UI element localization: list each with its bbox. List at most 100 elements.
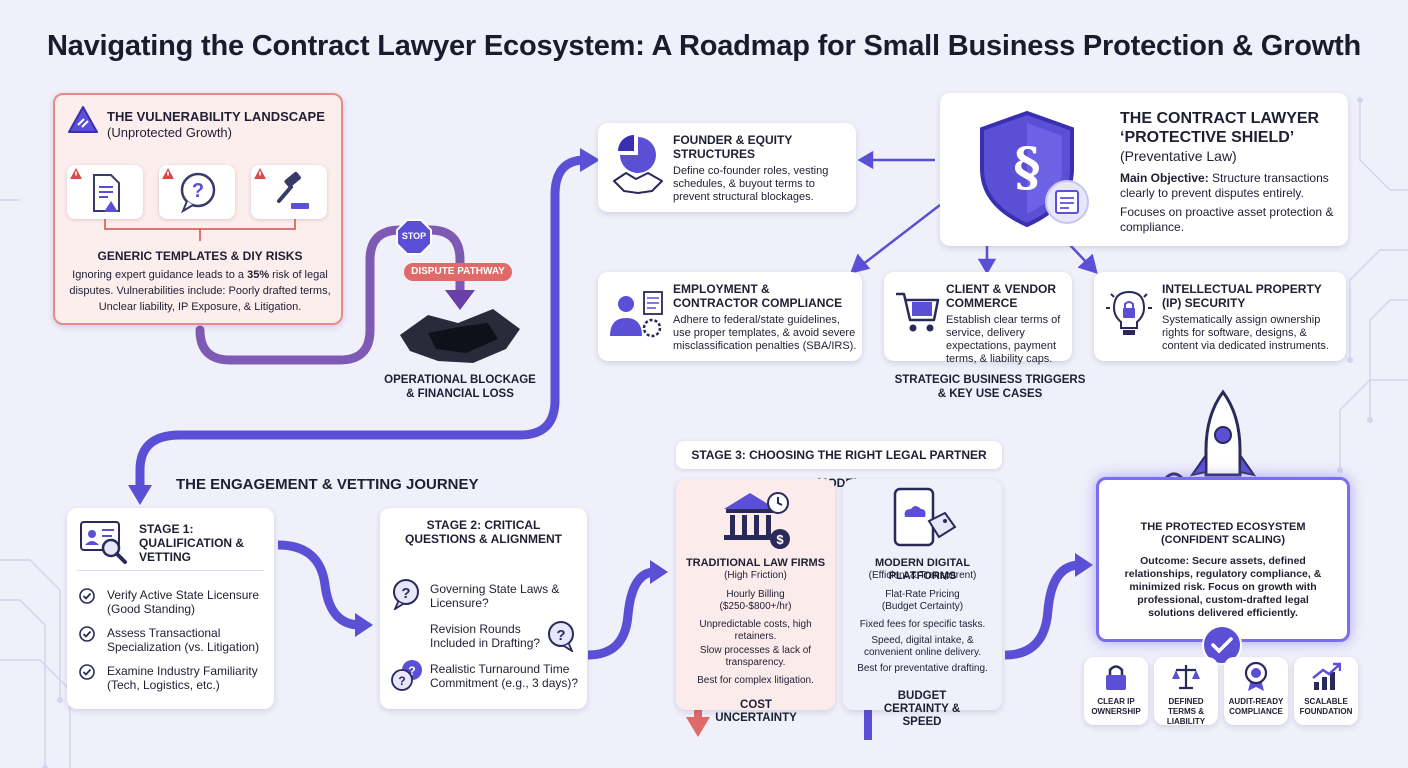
- stage3-heading: STAGE 3: CHOOSING THE RIGHT LEGAL PARTNE…: [676, 441, 1002, 490]
- shield-objective: Main Objective: Structure transactions c…: [1120, 171, 1342, 201]
- warning-icon: [162, 168, 174, 179]
- document-warning-icon: [93, 174, 120, 212]
- ecosystem-sub: (CONFIDENT SCALING): [1160, 534, 1286, 546]
- modern-rate: (Budget Certainty): [881, 601, 964, 612]
- modern-billing: Flat-Rate Pricing: [885, 589, 960, 600]
- svg-text:?: ?: [398, 674, 405, 688]
- stage2-item-2: Revision Rounds Included in Drafting?: [430, 622, 541, 650]
- bank-clock-money-icon: $: [724, 492, 790, 549]
- risk-card-question: ?: [159, 165, 235, 219]
- broken-link-warning-icon: [68, 106, 98, 133]
- person-checklist-icon: [610, 291, 663, 338]
- journey-heading: THE ENGAGEMENT & VETTING JOURNEY: [176, 476, 479, 493]
- modern-point-1: Fixed fees for specific tasks.: [859, 619, 986, 630]
- question-bubble-icon: ?: [548, 621, 574, 652]
- ip-security-card: INTELLECTUAL PROPERTY (IP) SECURITY Syst…: [1094, 272, 1346, 361]
- traditional-point-3: Best for complex litigation.: [697, 675, 814, 686]
- growth-chart-icon: [1312, 662, 1341, 690]
- pit-icon: [400, 309, 520, 363]
- stage1-item-1: Verify Active State Licensure (Good Stan…: [107, 588, 260, 616]
- question-bubble-icon: ?: [393, 579, 419, 610]
- svg-text:$: $: [776, 532, 784, 547]
- traditional-point-1: Unpredictable costs, high retainers.: [699, 619, 812, 642]
- modern-point-3: Best for preventative drafting.: [857, 663, 988, 674]
- svg-text:?: ?: [408, 664, 415, 678]
- risk-text: Ignoring expert guidance leads to a 35% …: [67, 267, 333, 315]
- vulnerability-heading: THE VULNERABILITY LANDSCAPE: [107, 109, 325, 124]
- check-circle-icon: [79, 588, 95, 604]
- check-circle-icon: [79, 626, 95, 642]
- use-cases-caption: STRATEGIC BUSINESS TRIGGERS & KEY USE CA…: [894, 374, 1086, 400]
- modern-platforms-card: MODERN DIGITAL PLATFORMS (Efficient & Tr…: [843, 479, 1002, 710]
- badge-scalable: SCALABLE FOUNDATION: [1294, 657, 1358, 725]
- founder-text: Define co-founder roles, vesting schedul…: [673, 165, 829, 203]
- founder-equity-card: FOUNDER & EQUITY STRUCTURES Define co-fo…: [598, 123, 856, 212]
- vulnerability-panel: THE VULNERABILITY LANDSCAPE (Unprotected…: [53, 93, 343, 325]
- badge-clear-ip: CLEAR IP OWNERSHIP: [1084, 657, 1148, 725]
- protective-shield-panel: § THE CONTRACT LAWYER ‘PROTECTIVE SHIELD…: [940, 93, 1348, 246]
- client-title: CLIENT & VENDOR COMMERCE: [946, 282, 1057, 310]
- employment-compliance-card: EMPLOYMENT & CONTRACTOR COMPLIANCE Adher…: [598, 272, 862, 361]
- risk-bracket: [104, 219, 296, 241]
- client-text: Establish clear terms of service, delive…: [946, 314, 1061, 365]
- traditional-sub: (High Friction): [724, 570, 787, 581]
- badge-audit-ready: AUDIT-READY COMPLIANCE: [1224, 657, 1288, 725]
- shield-heading-2: ‘PROTECTIVE SHIELD’: [1120, 129, 1295, 146]
- shield-subheading: (Preventative Law): [1120, 148, 1237, 164]
- risk-percentage: 35%: [247, 269, 270, 281]
- ip-title: INTELLECTUAL PROPERTY (IP) SECURITY: [1162, 282, 1322, 310]
- shield-focus: Focuses on proactive asset protection & …: [1120, 205, 1334, 234]
- warning-icon: [254, 168, 266, 179]
- risk-title: GENERIC TEMPLATES & DIY RISKS: [97, 249, 303, 263]
- id-card-magnifier-icon: [80, 521, 127, 564]
- stage1-item-2: Assess Transactional Specialization (vs.…: [107, 626, 260, 654]
- modern-title: MODERN DIGITAL PLATFORMS: [874, 557, 971, 582]
- svg-text:?: ?: [401, 585, 410, 602]
- modern-point-2: Speed, digital intake, & convenient onli…: [863, 635, 982, 658]
- stop-sign-icon: [396, 219, 432, 255]
- employment-text: Adhere to federal/state guidelines, use …: [673, 314, 857, 352]
- traditional-point-2: Slow processes & lack of transparency.: [699, 645, 812, 668]
- stop-label: STOP: [401, 231, 427, 241]
- ecosystem-title: THE PROTECTED ECOSYSTEM: [1140, 521, 1306, 533]
- scales-icon: [1172, 665, 1200, 690]
- risk-card-gavel: [251, 165, 327, 219]
- pie-chart-handshake-icon: [613, 135, 663, 194]
- svg-text:?: ?: [192, 180, 204, 202]
- badge-defined-terms: DEFINED TERMS & LIABILITY: [1154, 657, 1218, 726]
- traditional-firms-card: $ TRADITIONAL LAW FIRMS (High Friction) …: [676, 479, 835, 710]
- client-vendor-card: CLIENT & VENDOR COMMERCE Establish clear…: [884, 272, 1072, 365]
- cost-uncertainty-label: COST UNCERTAINTY: [715, 699, 797, 724]
- risk-text-part-2: risk of legal disputes. Vulnerabilities …: [69, 269, 331, 313]
- ecosystem-outcome: Outcome: Secure assets, defined relation…: [1124, 555, 1322, 619]
- stage1-card: STAGE 1: QUALIFICATION & VETTING Verify …: [67, 508, 274, 709]
- shopping-cart-icon: [896, 292, 940, 332]
- lightbulb-lock-icon: [1106, 290, 1152, 335]
- founder-title: FOUNDER & EQUITY STRUCTURES: [673, 133, 793, 161]
- protected-ecosystem-card: THE PROTECTED ECOSYSTEM (CONFIDENT SCALI…: [1096, 477, 1350, 642]
- modern-sub: (Efficient & Transparent): [868, 570, 977, 581]
- badge-clear-ip-label: CLEAR IP OWNERSHIP: [1091, 697, 1141, 716]
- risk-text-part-1: Ignoring expert guidance leads to a: [72, 269, 248, 281]
- warning-icon: [70, 168, 82, 179]
- traditional-title: TRADITIONAL LAW FIRMS: [685, 557, 826, 569]
- badge-scalable-label: SCALABLE FOUNDATION: [1299, 697, 1353, 716]
- vulnerability-subheading: (Unprotected Growth): [107, 125, 232, 140]
- shield-heading-1: THE CONTRACT LAWYER: [1120, 110, 1320, 127]
- check-circle-icon: [79, 664, 95, 680]
- stage1-divider: [77, 570, 264, 571]
- objective-text: Structure transactions clearly to preven…: [1120, 171, 1329, 200]
- dispute-pathway-badge: DISPUTE PATHWAY: [404, 263, 512, 281]
- checkmark-badge-icon: [1202, 625, 1242, 665]
- stage1-item-3: Examine Industry Familiarity (Tech, Logi…: [107, 664, 258, 692]
- svg-text:§: §: [1013, 137, 1040, 198]
- employment-title: EMPLOYMENT & CONTRACTOR COMPLIANCE: [673, 282, 843, 310]
- lock-icon: [1106, 665, 1126, 690]
- dispute-outcome: OPERATIONAL BLOCKAGE & FINANCIAL LOSS: [384, 374, 536, 400]
- page-title: Navigating the Contract Lawyer Ecosystem…: [46, 30, 1362, 62]
- stage2-title: STAGE 2: CRITICAL QUESTIONS & ALIGNMENT: [405, 518, 562, 546]
- stage2-card: STAGE 2: CRITICAL QUESTIONS & ALIGNMENT …: [380, 508, 587, 709]
- risk-card-document: [67, 165, 143, 219]
- tablet-cloud-tag-icon: [893, 487, 957, 547]
